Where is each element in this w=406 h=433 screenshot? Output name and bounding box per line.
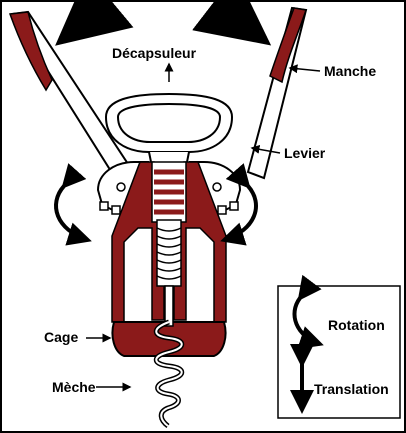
- left-force-arrow: [55, 2, 134, 46]
- right-rotation-arrow: [220, 163, 258, 246]
- bottle-opener: [104, 92, 234, 168]
- right-handle-grip: [269, 7, 307, 84]
- label-manche: Manche: [324, 63, 376, 79]
- legend-translation: Translation: [314, 381, 389, 397]
- worm-spiral: [153, 319, 185, 428]
- force-label-left: F: [105, 11, 117, 28]
- force-label-right: F: [211, 11, 223, 28]
- manche-pointer: [288, 64, 321, 74]
- legend-box: Rotation Translation: [277, 274, 401, 419]
- left-handle-grip: [8, 11, 53, 92]
- label-meche: Mèche: [52, 379, 96, 395]
- label-cage: Cage: [44, 329, 78, 345]
- right-force-arrow: [192, 2, 272, 46]
- legend-rotation: Rotation: [328, 317, 385, 333]
- label-levier: Levier: [284, 145, 326, 161]
- cage-body: [111, 161, 227, 357]
- curved-double-arrow-icon: [292, 274, 324, 350]
- levier-pointer: [250, 144, 281, 154]
- label-decapsuleur: Décapsuleur: [112, 45, 197, 61]
- threaded-shaft: [151, 161, 187, 327]
- left-rotation-arrow: [54, 163, 92, 246]
